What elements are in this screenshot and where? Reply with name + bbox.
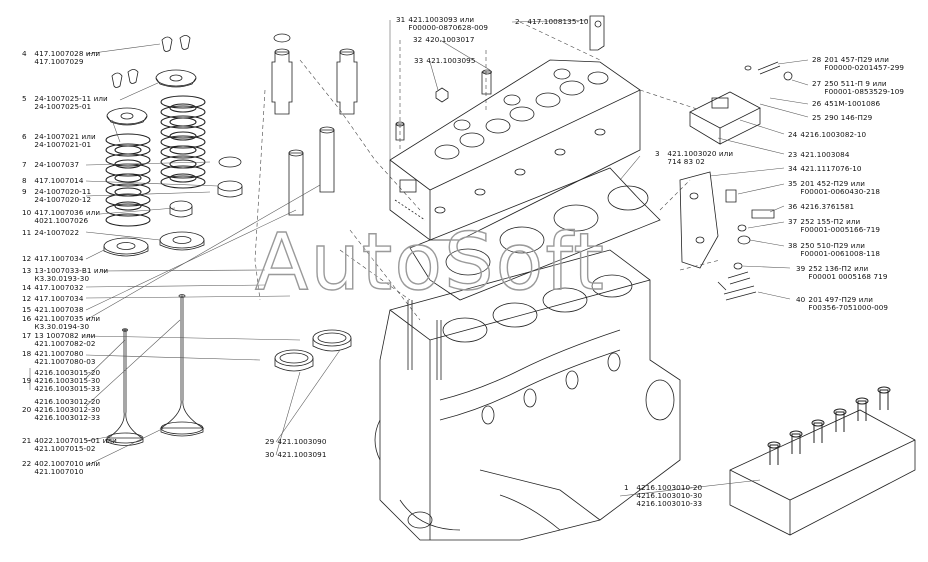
callout-6: 6 24-1007021 или 24-1007021-01 (22, 132, 96, 149)
callout-21: 21 4022.1007015-01 или 421.1007015-02 (22, 436, 117, 453)
callout-13: 13 13-1007033-В1 или К3.30.0193-30 (22, 266, 109, 283)
callout-35: 35 201 452-П29 или F00001-0060430-218 (788, 179, 881, 196)
callout-9: 9 24-1007020-11 24-1007020-12 (22, 187, 92, 204)
callout-15: 15 421.1007038 (22, 305, 84, 314)
callout-40: 40 201 497-П29 или F00356-7051000-009 (796, 295, 889, 312)
cylinder-head-drawing (389, 59, 641, 241)
assembled-head-drawing (729, 386, 916, 536)
callout-12b: 12 417.1007034 (22, 294, 84, 303)
callout-8: 8 417.1007014 (22, 176, 84, 185)
callout-24: 24 4216.1003082-10 (788, 130, 867, 139)
callout-3: 3 421.1003020 или 714 83 02 (655, 149, 734, 166)
callout-16: 16 421.1007035 или К3.30.0194-30 (22, 314, 101, 331)
callout-39: 39 252 136-П2 или F00001 0005168 719 (796, 264, 888, 281)
callout-22: 22 402.1007010 или 421.1007010 (22, 459, 101, 476)
callout-25: 25 290 146-П29 (812, 113, 873, 122)
callout-2: 2 417.1008135-10 (515, 17, 589, 26)
manifold-cover-drawing (689, 91, 761, 145)
callout-30: 30 421.1003091 (265, 450, 327, 459)
valve-keepers-drawing (111, 35, 191, 88)
callout-29: 29 421.1003090 (265, 437, 327, 446)
callout-14: 14 417.1007032 (22, 283, 84, 292)
engine-block-drawing (374, 249, 681, 541)
callout-31: 31 421.1003093 или F00000-0870628-009 (396, 15, 489, 32)
callout-11: 11 24-1007022 (22, 228, 80, 237)
callout-12: 12 417.1007034 (22, 254, 84, 263)
callout-28: 28 201 457-П29 или F00000-0201457-299 (812, 55, 905, 72)
callout-5: 5 24-1007025-11 или 24-1007025-01 (22, 94, 108, 111)
callout-34: 34 421.1117076-10 (788, 164, 862, 173)
callout-17: 17 13 1007082 или 421.1007082-02 (22, 331, 96, 348)
callout-33: 33 421.1003095 (414, 56, 476, 65)
callout-20: 4216.1003012-20 20 4216.1003012-30 4216.… (22, 397, 101, 422)
callout-4: 4 417.1007028 или 417.1007029 (22, 49, 101, 66)
callout-7: 7 24-1007037 (22, 160, 80, 169)
callout-26: 26 451М-1001086 (812, 99, 881, 108)
callout-10: 10 417.1007036 или 4021.1007026 (22, 208, 101, 225)
bracket-drawing (679, 171, 719, 269)
callout-27: 27 250 511-П 9 или F00001-0853529-109 (812, 79, 905, 96)
callout-1: 1 4216.1003010-20 4216.1003010-30 4216.1… (624, 483, 703, 508)
callout-37: 37 252 155-П2 или F00001-0005166-719 (788, 217, 881, 234)
valve-guides-drawing (271, 33, 358, 216)
valve-springs-drawing (105, 95, 206, 227)
callout-38: 38 250 510-П29 или F00001-0061008-118 (788, 241, 881, 258)
callout-32: 32 420.1003017 (413, 35, 475, 44)
callout-36: 36 4216.3761581 (788, 202, 855, 211)
valves-drawing (106, 294, 205, 446)
head-gasket-drawing (409, 167, 661, 301)
callout-18: 18 421.1007080 421.1007080-03 (22, 349, 96, 366)
callout-19: 4216.1003015-20 19 4216.1003015-30 4216.… (22, 368, 101, 393)
callout-23: 23 421.1003084 (788, 150, 850, 159)
